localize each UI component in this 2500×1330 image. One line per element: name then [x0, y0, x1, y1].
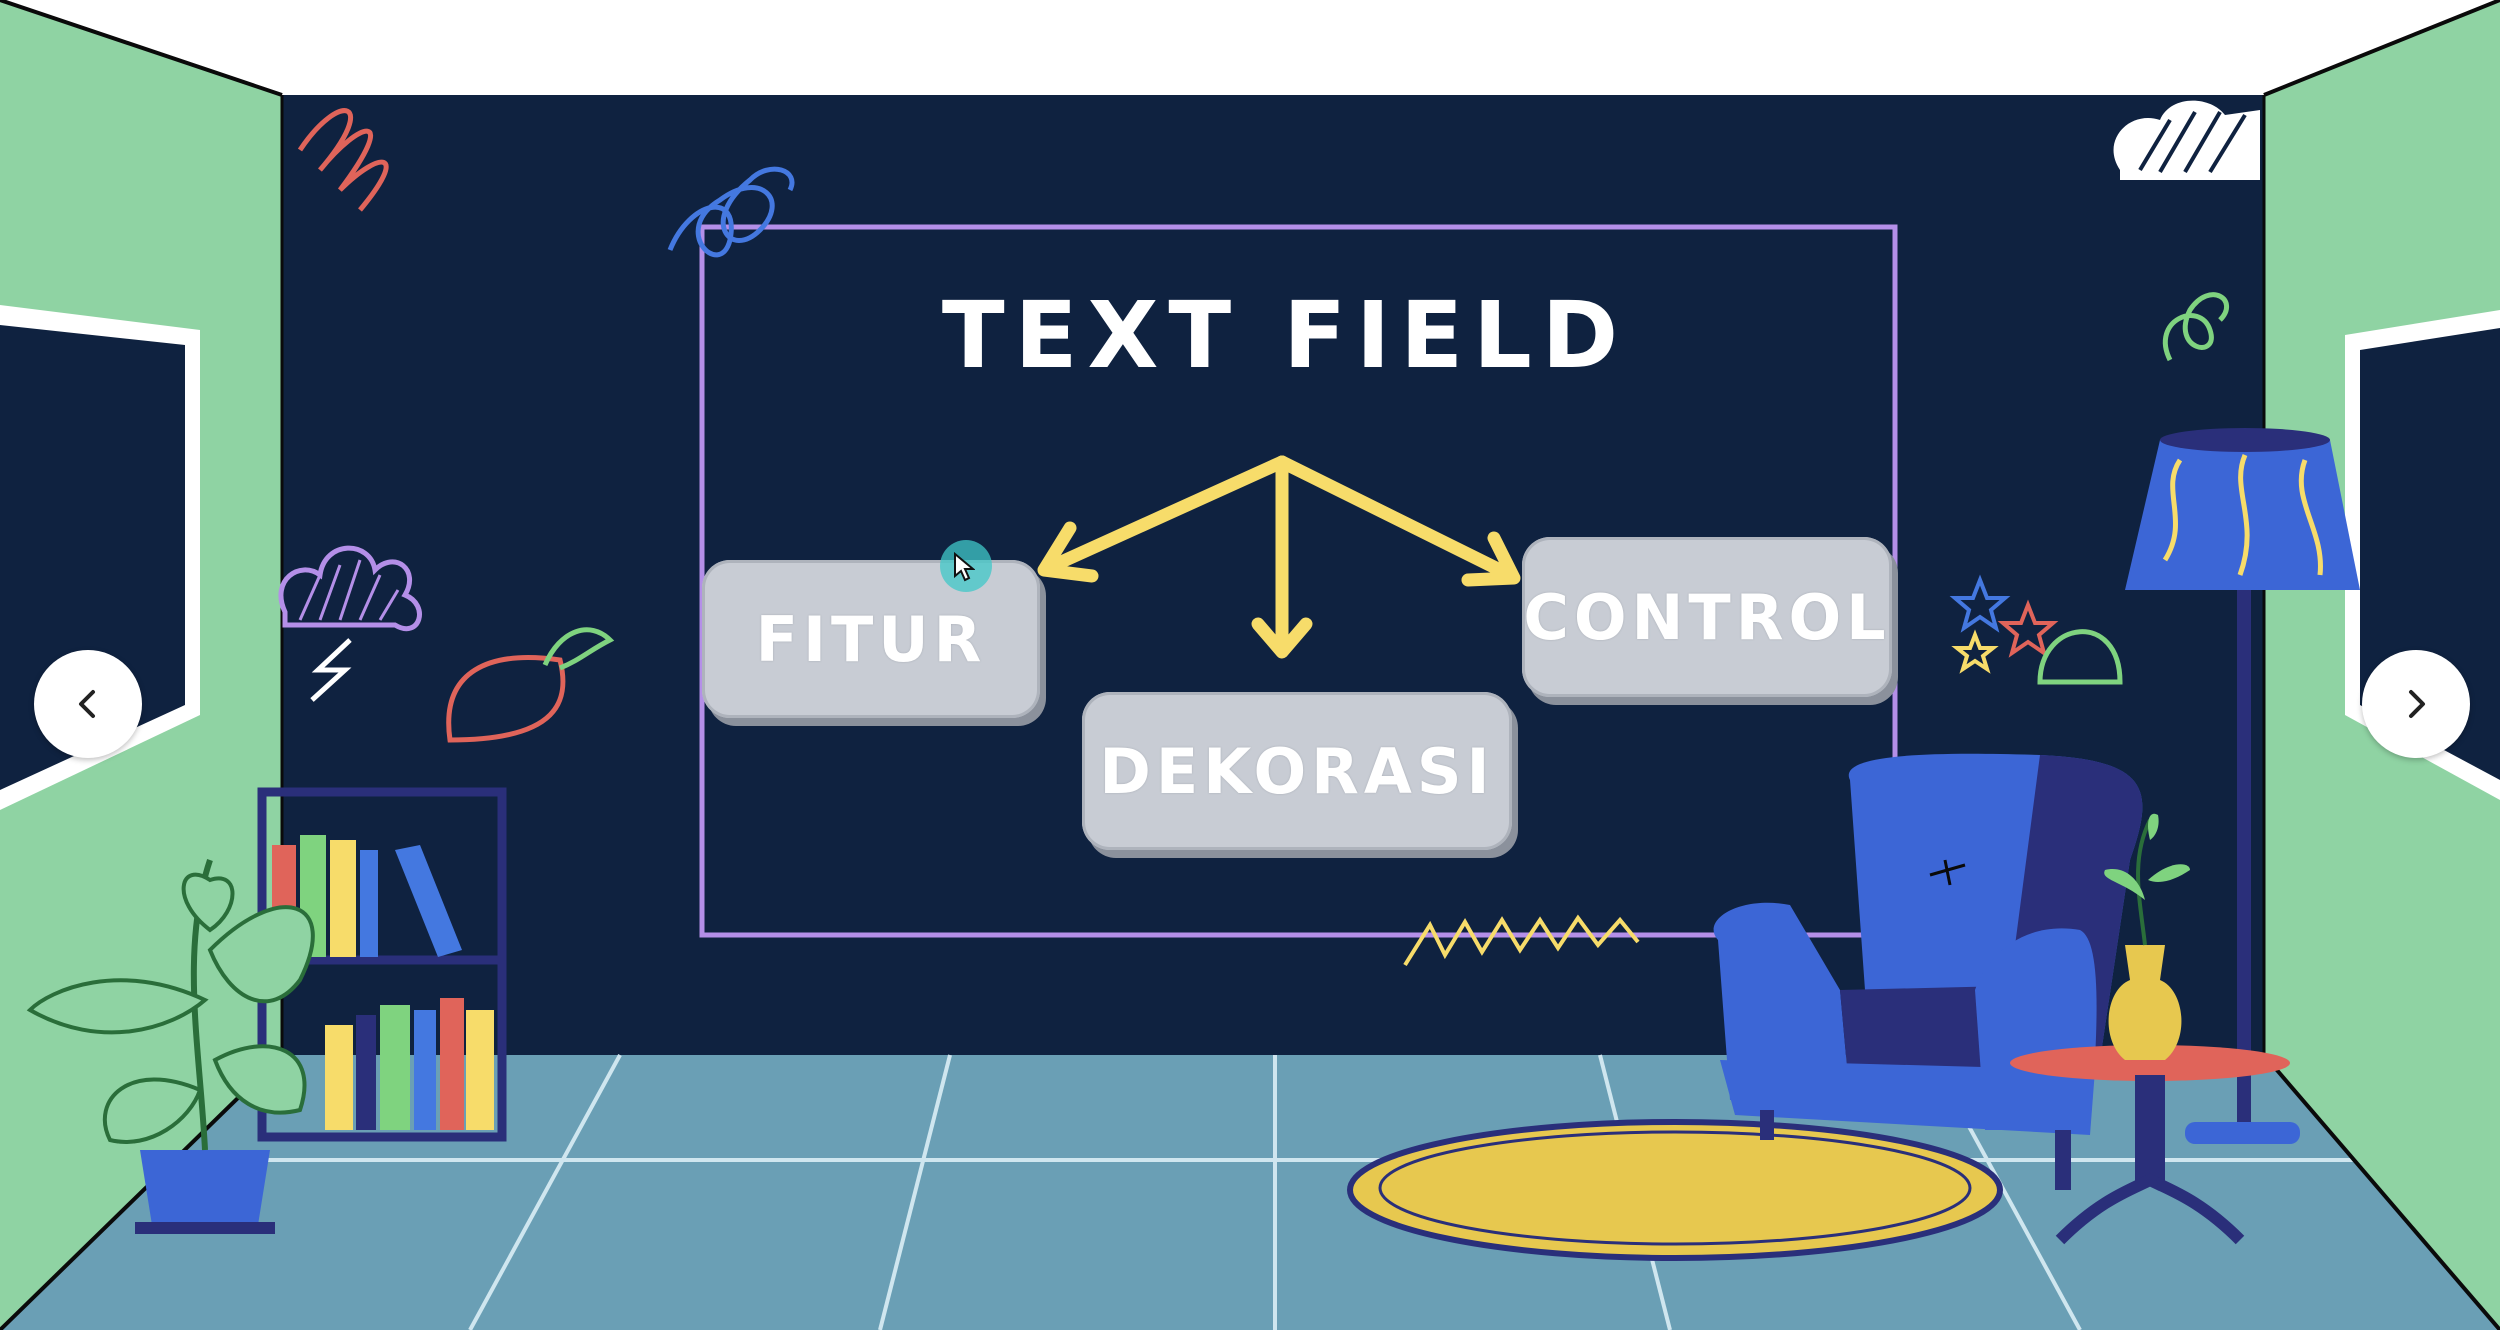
lightning-icon	[310, 638, 352, 702]
floor	[0, 1055, 2500, 1330]
green-loop-decoration	[2162, 292, 2229, 362]
chevron-left-icon	[79, 690, 95, 718]
next-slide-button[interactable]	[2362, 650, 2470, 758]
green-dome-decoration	[2037, 629, 2123, 685]
previous-slide-button[interactable]	[34, 650, 142, 758]
topic-button-fitur[interactable]: FITUR	[702, 560, 1040, 718]
blue-star-decoration	[1949, 574, 2011, 633]
red-star-decoration	[1997, 599, 2059, 658]
topic-button-dekorasi[interactable]: DEKORASI	[1082, 692, 1512, 850]
topic-button-control[interactable]: CONTROL	[1522, 537, 1892, 697]
yellow-star-decoration	[1951, 629, 1999, 674]
potted-plant	[26, 859, 315, 1234]
side-table	[2010, 813, 2290, 1245]
red-scribble-decoration	[297, 108, 389, 212]
mouse-pointer-icon	[954, 552, 975, 582]
blue-loop-decoration	[667, 166, 795, 258]
armchair	[1713, 753, 2143, 1190]
round-rug	[1347, 1119, 2003, 1261]
chevron-right-icon	[2409, 690, 2425, 718]
floor-lamp	[2125, 428, 2360, 1144]
bookshelf	[257, 787, 507, 1142]
cursor-highlight	[940, 540, 992, 592]
yellow-zigzag-decoration	[1403, 914, 1640, 967]
white-cloud-decoration	[2113, 100, 2260, 180]
purple-cloud-decoration	[278, 545, 422, 632]
carrot-decoration	[446, 655, 566, 743]
diagram-arrows	[1037, 455, 1521, 659]
slide-title: TEXT FIELD	[941, 282, 1629, 389]
